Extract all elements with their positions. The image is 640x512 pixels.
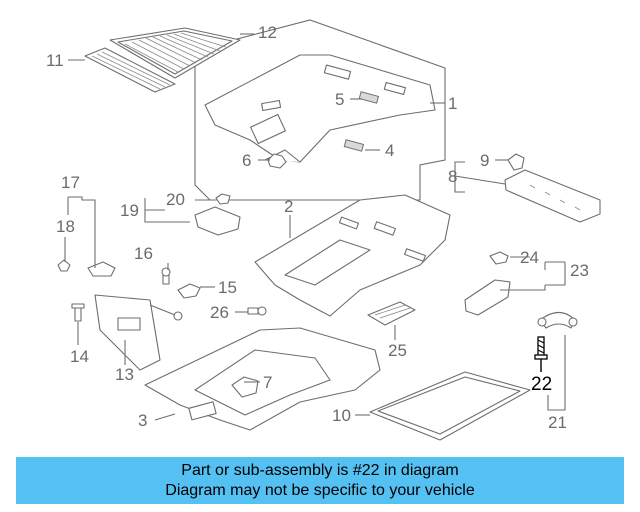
callout-26: 26 <box>210 303 229 322</box>
callout-8: 8 <box>448 167 457 186</box>
callout-15: 15 <box>218 278 237 297</box>
clip-18 <box>57 259 71 272</box>
bracket-25 <box>367 301 416 326</box>
callout-9: 9 <box>480 151 489 170</box>
callout-23: 23 <box>570 261 589 280</box>
callout-14: 14 <box>70 347 89 366</box>
sunroof-panel-12 <box>109 27 241 79</box>
banner-line-part: Part or sub-assembly is #22 in diagram <box>181 462 459 479</box>
callout-18: 18 <box>56 217 75 236</box>
bracket-17 <box>87 261 116 277</box>
callout-4: 4 <box>385 141 394 160</box>
bracket-19 <box>194 206 241 236</box>
clip-20 <box>215 193 231 205</box>
headliner-2 <box>254 194 451 317</box>
banner-line-disclaimer: Diagram may not be specific to your vehi… <box>165 482 475 499</box>
sunshade-11 <box>84 47 176 93</box>
callout-7: 7 <box>263 373 272 392</box>
clip-6 <box>267 153 287 169</box>
callout-13: 13 <box>115 365 134 384</box>
bracket-24 <box>489 251 509 265</box>
callout-25: 25 <box>388 341 407 360</box>
callout-1: 1 <box>448 94 457 113</box>
grip-23 <box>464 279 511 316</box>
leader-lines <box>64 33 566 421</box>
callout-19: 19 <box>120 201 139 220</box>
callout-16: 16 <box>134 244 153 263</box>
trim-8 <box>504 169 601 223</box>
callout-20: 20 <box>166 190 185 209</box>
parts-diagram: 11 12 1 5 4 6 2 3 7 10 8 9 17 18 19 20 1… <box>46 19 601 441</box>
callout-22: 22 <box>531 374 552 395</box>
callout-12: 12 <box>258 23 277 42</box>
headliner-1 <box>204 54 436 163</box>
callout-17: 17 <box>61 173 80 192</box>
grab-handle-21 <box>537 311 578 329</box>
weatherstrip-10 <box>369 371 531 441</box>
callout-6: 6 <box>242 151 251 170</box>
callout-10: 10 <box>332 406 351 425</box>
clip-9 <box>507 153 525 171</box>
pad-4 <box>343 139 365 152</box>
callout-5: 5 <box>335 90 344 109</box>
screw-26 <box>247 306 267 316</box>
callout-11: 11 <box>46 51 64 70</box>
headliner-3 <box>144 327 381 431</box>
pad-5 <box>358 91 380 104</box>
screw-14 <box>71 303 85 322</box>
group-box-1 <box>194 19 446 201</box>
callout-3: 3 <box>138 411 147 430</box>
info-banner: Part or sub-assembly is #22 in diagram D… <box>16 457 624 504</box>
bolt-22 <box>534 336 548 360</box>
callout-21: 21 <box>548 413 567 432</box>
clip-16 <box>161 267 171 285</box>
callout-2: 2 <box>284 197 293 216</box>
callout-24: 24 <box>520 248 539 267</box>
bracket-15 <box>177 283 201 299</box>
sunvisor-13 <box>94 294 183 371</box>
